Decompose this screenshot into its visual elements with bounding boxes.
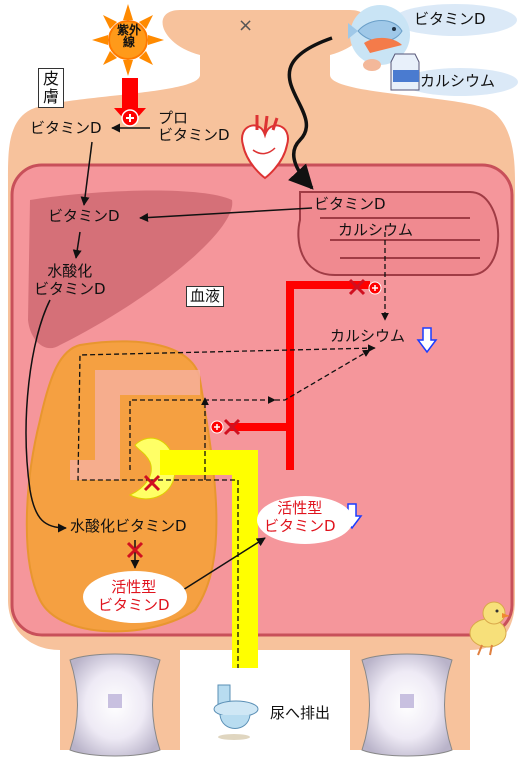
urine-channel <box>160 450 258 668</box>
toilet-area <box>185 668 345 750</box>
skin-box-text: 皮膚 <box>42 69 59 106</box>
heart-icon <box>241 115 289 180</box>
bone-icon <box>69 653 453 757</box>
intestine-fold <box>320 217 480 259</box>
uv-arrow <box>114 78 146 126</box>
intestine <box>297 191 500 276</box>
liver <box>28 190 233 349</box>
food-calcium-bubble <box>402 68 518 96</box>
sun-icon <box>92 4 164 76</box>
kidney-hydroxy-label: 水酸化ビタミンD <box>70 517 187 535</box>
egg-icon <box>363 59 381 71</box>
sun-label: 紫外線 <box>116 23 141 49</box>
food-vitd-label: ビタミンD <box>414 10 486 28</box>
pro-vitd-label: プロ ビタミンD <box>158 109 230 144</box>
inhibit-x-icon <box>126 278 366 559</box>
blood-calcium-label: カルシウム <box>330 327 406 345</box>
plus-icon <box>121 109 139 127</box>
active-blood-oval <box>257 496 353 544</box>
intestine-calcium-label: カルシウム <box>338 221 414 239</box>
milk-icon <box>390 53 420 91</box>
liver-hydroxy-label: 水酸化 ビタミンD <box>34 262 106 298</box>
skin-vitd-label: ビタミンD <box>30 119 102 137</box>
intestine-vitd-label: ビタミンD <box>314 195 386 213</box>
chick-icon <box>469 601 510 656</box>
liver-hydroxy-arrow <box>72 231 82 259</box>
blood-label-text: 血液 <box>190 287 221 305</box>
food-intake-arrow <box>287 36 333 190</box>
blood-label: 血液 <box>186 286 225 308</box>
head-x-mark: × <box>238 15 254 36</box>
intestine-to-liver-arrow <box>139 207 313 223</box>
active-kidney-label: 活性型 ビタミンD <box>98 578 170 614</box>
hydroxy-to-kidney-arrow <box>25 299 67 533</box>
urine-label: 尿へ排出 <box>270 704 331 722</box>
liver-vitd-label: ビタミンD <box>48 207 120 225</box>
skin-to-liver-arrow <box>80 141 93 206</box>
active-blood-label: 活性型 ビタミンD <box>264 499 336 535</box>
toilet-icon <box>213 684 259 740</box>
skin-box-label: 皮膚 <box>38 68 64 108</box>
plus-icon-small <box>210 281 382 434</box>
kidney-tubule <box>70 370 200 480</box>
active-to-blood-arrow <box>174 537 266 596</box>
calcium-dashed-paths <box>77 232 389 698</box>
hormone-path <box>286 281 370 470</box>
food-vitd-bubble <box>393 4 517 36</box>
food-calcium-label: カルシウム <box>420 72 496 90</box>
fish-icon <box>348 5 410 65</box>
active-kidney-oval <box>83 571 187 623</box>
